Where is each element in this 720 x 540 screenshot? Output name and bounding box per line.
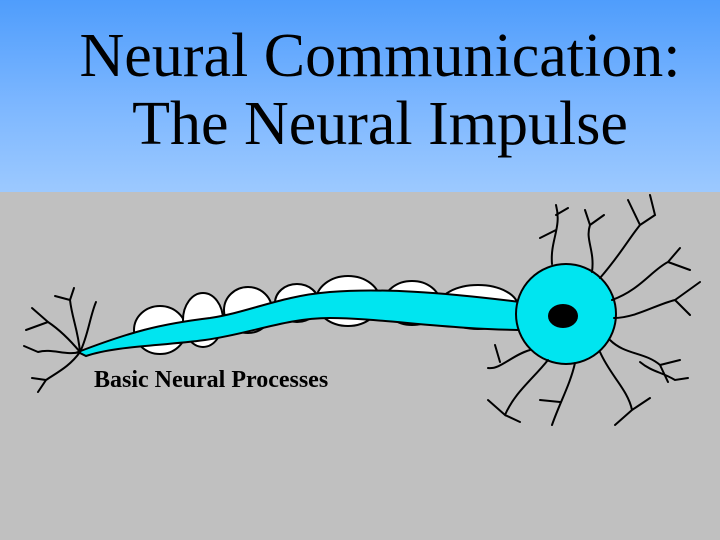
axon-terminals	[23, 287, 97, 393]
dendrites	[487, 194, 701, 426]
dendrite-branch	[599, 351, 651, 426]
dendrite-branch	[639, 361, 689, 382]
dendrite-branch	[487, 359, 549, 423]
dendrite-branch	[599, 194, 657, 279]
dendrite-branch	[613, 281, 701, 319]
diagram-label: Basic Neural Processes	[94, 367, 329, 393]
dendrite-branch	[609, 339, 681, 383]
dendrite-branch	[611, 247, 691, 301]
title-band	[0, 0, 720, 192]
dendrite-branch	[539, 204, 569, 265]
slide-title-line-1: Neural Communication:	[79, 22, 681, 90]
dendrite-branch	[539, 362, 576, 426]
axon-terminal-branch	[54, 287, 81, 353]
axon-terminal-branch	[79, 301, 97, 353]
slide-title-line-2: The Neural Impulse	[132, 90, 628, 158]
axon-terminal-branch	[25, 307, 81, 353]
slide-title: Neural Communication: The Neural Impulse	[0, 22, 720, 158]
axon-terminal-branch	[23, 345, 81, 355]
dendrite-branch	[487, 344, 531, 370]
neuron-diagram	[23, 194, 701, 426]
nucleus	[548, 304, 578, 328]
axon-terminal-branch	[31, 351, 81, 393]
dendrite-branch	[584, 209, 605, 273]
